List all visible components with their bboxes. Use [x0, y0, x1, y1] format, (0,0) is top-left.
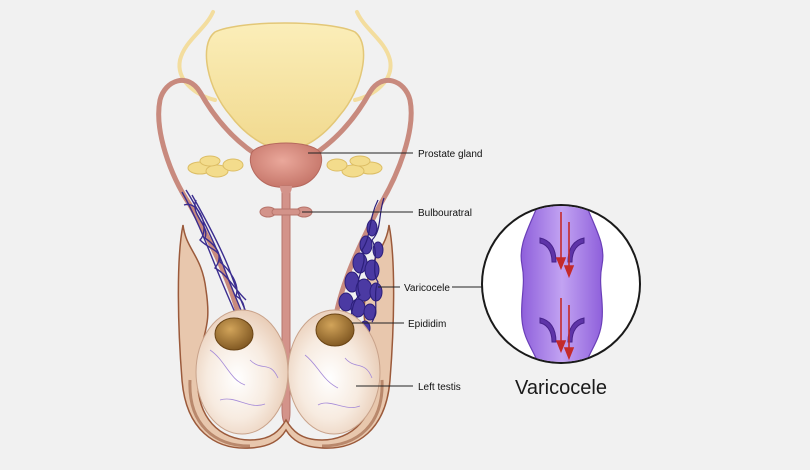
label-epididymis: Epididim — [408, 319, 446, 330]
seminal-vesicles — [187, 155, 383, 178]
label-varicocele: Varicocele — [404, 283, 450, 294]
plexus-normal — [181, 189, 249, 321]
label-bulbourethral: Bulbouratral — [418, 208, 472, 219]
varicocele-inset — [481, 204, 641, 364]
dilated-vein — [520, 206, 604, 362]
label-prostate-gland: Prostate gland — [418, 149, 483, 160]
epididymis-left-image — [214, 317, 254, 351]
bladder — [205, 22, 365, 151]
vas-deferens — [156, 78, 414, 323]
testis-right-image — [287, 309, 381, 435]
inset-title: Varicocele — [515, 377, 607, 399]
prostate-gland — [249, 142, 323, 188]
epididymis-right-image — [315, 313, 355, 347]
leader-lines — [302, 152, 484, 387]
label-left-testis: Left testis — [418, 382, 461, 393]
